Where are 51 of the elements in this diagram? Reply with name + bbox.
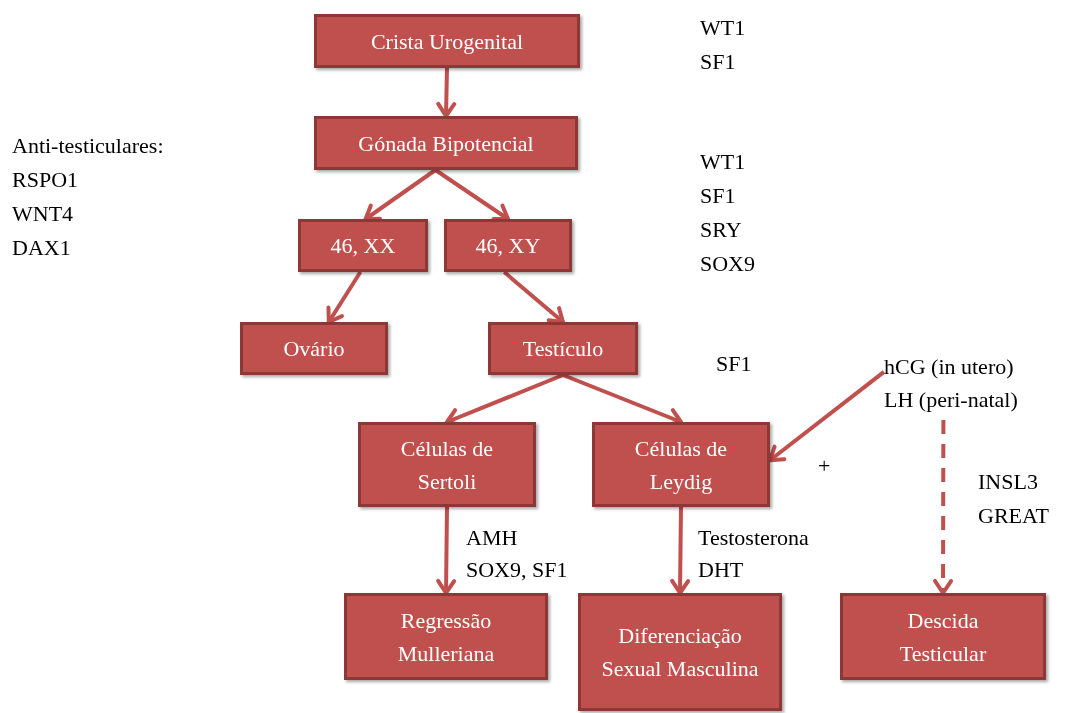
annotation-text: + xyxy=(818,452,831,480)
arrow xyxy=(670,506,691,595)
process-box xyxy=(314,14,580,68)
annotation-text: SRY xyxy=(700,216,742,244)
process-box xyxy=(578,593,782,711)
arrow xyxy=(768,370,886,463)
box-label: Ovário xyxy=(283,335,345,363)
arrow xyxy=(436,67,457,118)
annotation-text: INSL3 xyxy=(978,468,1038,496)
annotation-text: Anti-testiculares: xyxy=(12,132,164,160)
process-box xyxy=(444,219,572,272)
box-label: 46, XX xyxy=(330,232,396,260)
process-box xyxy=(298,219,428,272)
arrow xyxy=(502,270,565,324)
process-box xyxy=(358,422,536,507)
annotation-text: DHT xyxy=(698,556,744,584)
process-box xyxy=(488,322,638,375)
box-label: Células de Leydig xyxy=(633,434,729,496)
annotation-text: SF1 xyxy=(700,48,736,76)
box-label: Gónada Bipotencial xyxy=(358,129,534,158)
annotation-text: SOX9 xyxy=(700,250,755,278)
box-label: Regressão Mulleriana xyxy=(396,606,496,668)
box-label: Descida Testicular xyxy=(898,606,988,668)
process-box xyxy=(840,593,1046,680)
box-label: Crista Urogenital xyxy=(370,27,524,56)
arrow xyxy=(326,270,363,324)
annotation-text: DAX1 xyxy=(12,234,71,262)
annotation-text: SF1 xyxy=(700,182,736,210)
annotation-text: Testosterona xyxy=(698,524,809,552)
annotation-text: GREAT xyxy=(978,502,1049,530)
annotation-text: SOX9, SF1 xyxy=(466,556,568,584)
annotation-text: WNT4 xyxy=(12,200,74,228)
arrow xyxy=(434,168,510,221)
annotation-text: RSPO1 xyxy=(12,166,79,194)
box-label: Diferenciação Sexual Masculina xyxy=(600,622,760,683)
annotation-text: SF1 xyxy=(716,350,752,378)
annotation-text: WT1 xyxy=(700,14,746,42)
hormone-text: LH (peri-natal) xyxy=(884,386,1018,414)
process-box xyxy=(314,116,578,170)
arrow xyxy=(436,506,457,595)
process-box xyxy=(592,422,770,507)
hormone-text: hCG (in utero) xyxy=(884,353,1014,381)
arrow xyxy=(363,168,437,221)
process-box xyxy=(240,322,388,375)
box-label: Células de Sertoli xyxy=(399,434,495,496)
arrow xyxy=(933,420,954,595)
annotation-text: WT1 xyxy=(700,148,746,176)
process-box xyxy=(344,593,548,680)
box-label: Testículo xyxy=(522,335,604,363)
box-label: 46, XY xyxy=(475,232,541,260)
annotation-text: AMH xyxy=(466,524,518,552)
